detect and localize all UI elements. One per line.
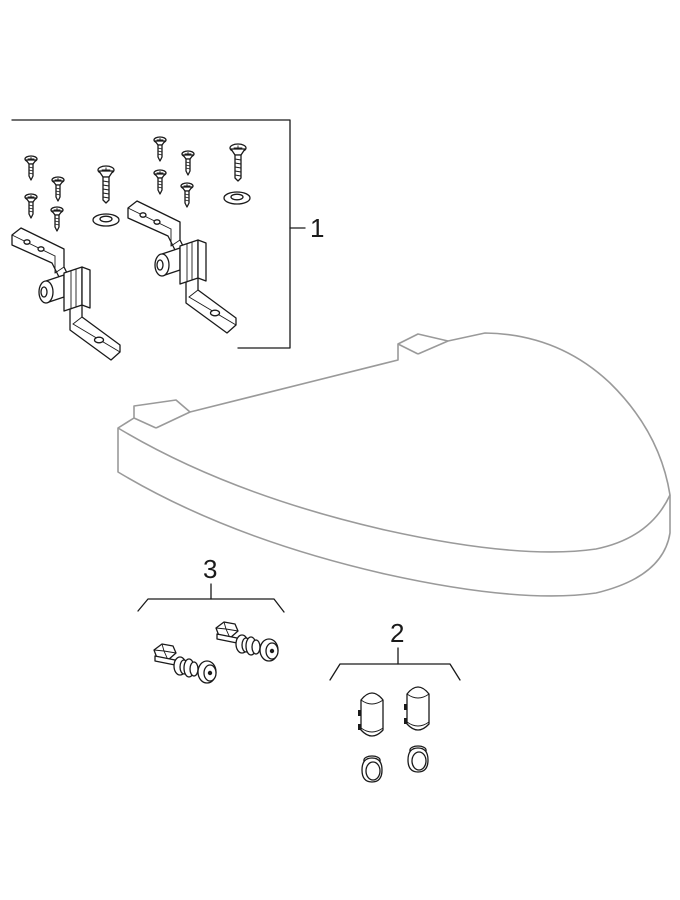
small-screw-icon [153, 169, 167, 195]
long-screw-icon [229, 143, 247, 182]
small-screw-icon [180, 182, 194, 208]
buffer-icon [357, 692, 384, 737]
small-screw-icon [51, 176, 65, 202]
cap-icon [407, 745, 429, 773]
buffer-icon [403, 686, 430, 731]
bolt-icon [153, 643, 217, 684]
hinge-icon [11, 227, 121, 361]
part-number-1: 1 [310, 213, 324, 243]
small-screw-icon [24, 155, 38, 181]
part-number-2: 2 [390, 618, 404, 648]
part-1-bracket [11, 119, 291, 349]
small-screw-icon [24, 193, 38, 219]
part-3-bolt-set: 3 [137, 554, 285, 684]
part-number-3: 3 [203, 554, 217, 584]
small-screw-icon [181, 150, 195, 176]
toilet-seat-lid [117, 332, 671, 597]
hinge-icon [127, 200, 237, 334]
small-screw-icon [50, 206, 64, 232]
washer-icon [223, 191, 251, 205]
bolt-icon [215, 621, 279, 662]
part-3-bracket [137, 598, 285, 613]
part-2-bracket [329, 663, 461, 681]
small-screw-icon [153, 136, 167, 162]
cap-icon [361, 755, 383, 783]
washer-icon [92, 213, 120, 227]
part-2-buffer-set: 2 [329, 618, 461, 783]
long-screw-icon [97, 165, 115, 204]
part-1-hinge-kit: 1 [11, 119, 324, 361]
